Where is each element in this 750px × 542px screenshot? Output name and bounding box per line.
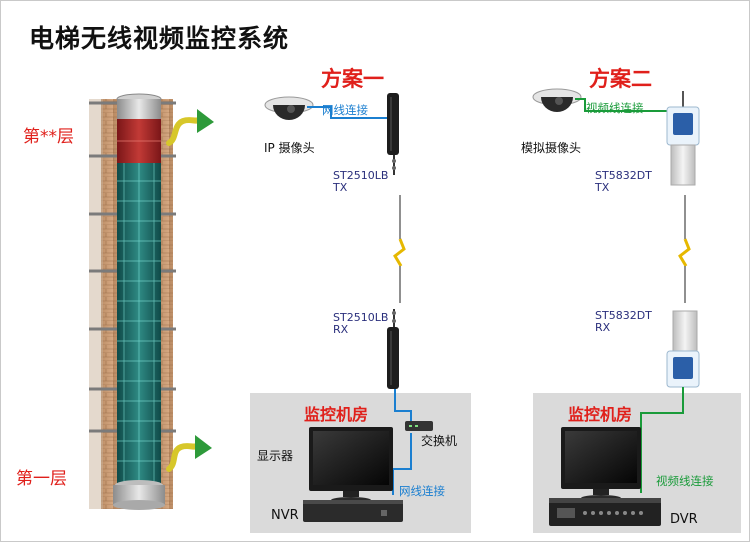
dome-camera-icon — [532, 88, 582, 112]
plan2-tx-role: TX — [595, 181, 610, 194]
nvr-icon — [303, 500, 403, 522]
wireless-bridge-icon — [387, 93, 399, 175]
wireless-bridge-icon — [387, 309, 399, 389]
plan1-tx-label: ST2510LB TX — [333, 170, 388, 194]
plan2-title: 方案二 — [589, 67, 652, 91]
outdoor-transmitter-icon — [666, 310, 700, 388]
plan2-rx-role: RX — [595, 321, 611, 334]
switch-icon — [405, 421, 433, 431]
plan2-room-title: 监控机房 — [568, 405, 633, 424]
dome-camera-icon — [264, 96, 314, 120]
lightning-link-icon — [678, 195, 691, 303]
plan1-cable-bottom-label: 网线连接 — [399, 484, 445, 498]
floor-top-label: 第**层 — [23, 127, 74, 147]
diagram-title: 电梯无线视频监控系统 — [29, 24, 290, 53]
plan1-monitor-label: 显示器 — [257, 449, 294, 463]
lightning-link-icon — [393, 195, 406, 303]
plan1-recorder-label: NVR — [271, 508, 299, 523]
plan1-camera-label: IP 摄像头 — [264, 141, 315, 155]
plan2-cable-bottom-label: 视频线连接 — [656, 474, 714, 488]
plan1-tx-model: ST2510LB — [333, 169, 389, 182]
outdoor-transmitter-icon — [666, 91, 700, 186]
arrow-icon — [166, 435, 212, 472]
arrow-icon — [166, 109, 214, 146]
plan1-room-title: 监控机房 — [304, 405, 369, 424]
plan2-rx-label: ST5832DT RX — [595, 310, 652, 334]
plan2-camera-label: 模拟摄像头 — [521, 141, 582, 155]
plan1-rx-role: RX — [333, 323, 349, 336]
plan2-tx-label: ST5832DT TX — [595, 170, 652, 194]
monitor-icon — [561, 427, 641, 501]
plan1-tx-role: TX — [333, 181, 348, 194]
plan2-recorder-label: DVR — [670, 512, 698, 527]
plan1-cable-top-label: 网线连接 — [322, 103, 368, 117]
plan1-title: 方案一 — [321, 67, 384, 91]
plan1-switch-label: 交换机 — [421, 434, 458, 448]
plan1-rx-model: ST2510LB — [333, 311, 389, 324]
dvr-icon — [549, 498, 661, 526]
elevator-shaft — [89, 93, 176, 510]
monitor-icon — [309, 427, 393, 503]
plan2-rx-model: ST5832DT — [595, 309, 652, 322]
plan1-rx-label: ST2510LB RX — [333, 312, 388, 336]
plan2-cable-top-label: 视频线连接 — [586, 101, 644, 115]
plan2-tx-model: ST5832DT — [595, 169, 652, 182]
floor-bottom-label: 第一层 — [16, 469, 67, 489]
